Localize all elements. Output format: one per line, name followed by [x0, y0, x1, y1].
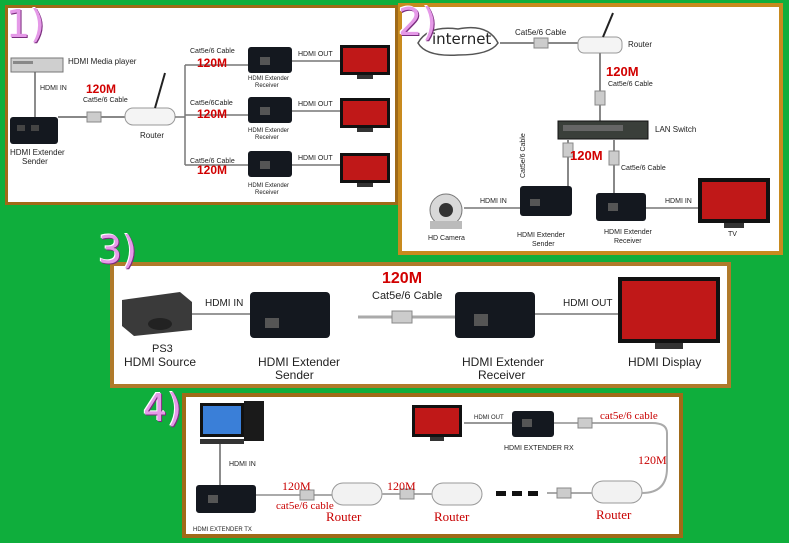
lan-switch-label: LAN Switch [655, 125, 697, 134]
panel-4-number: 4) [143, 386, 183, 430]
media-player-device [10, 57, 64, 73]
hd-camera-device [429, 193, 463, 229]
pc-computer [200, 401, 264, 444]
router-label: Router [628, 40, 653, 49]
receiver-device [596, 193, 646, 221]
speed-3-label: 120M [638, 453, 667, 467]
speed-1-label: 120M [282, 479, 311, 493]
extender-rx-device [512, 411, 554, 437]
hdmi-in-label: HDMI IN [40, 85, 67, 92]
branch-3-hdmi-out-label: HDMI OUT [298, 155, 333, 162]
hdmi-in-left-label: HDMI IN [480, 198, 507, 205]
branch-2-receiver-line2: Receiver [255, 135, 279, 141]
router-2-label: Router [434, 509, 470, 524]
source-label-line1: PS3 [152, 343, 173, 355]
receiver-label-line2: Receiver [614, 238, 642, 245]
tv-2 [340, 98, 390, 132]
speed-label: 120M [86, 82, 117, 96]
extender-tx-device [196, 485, 256, 513]
receiver-label-line2: Receiver [478, 368, 526, 382]
branch-1-receiver-line1: HDMI Extender [248, 76, 290, 82]
hdmi-out-label: HDMI OUT [474, 415, 504, 421]
extender-rx-label: HDMI EXTENDER RX [504, 445, 574, 452]
cable-vertical-label: Cat5e/6 Cable [520, 133, 527, 178]
hdmi-display-device [618, 277, 720, 349]
tv-3 [340, 153, 390, 187]
hd-camera-label: HD Camera [428, 235, 465, 242]
panel-1-number: 1) [6, 2, 46, 46]
router-device [124, 107, 176, 126]
router-label: Router [140, 131, 165, 140]
speed-top-label: 120M [606, 64, 639, 79]
panel-4-graphics [196, 401, 668, 513]
sender-device [250, 292, 330, 338]
panel-3-graphics [122, 277, 720, 349]
sender-label-line2: Sender [275, 368, 314, 382]
tv-device [698, 178, 770, 228]
branch-2-cable-label: Cat5e/6Cable [190, 100, 233, 107]
sender-label-line1: HDMI Extender [517, 232, 565, 239]
sender-label-line2: Sender [22, 157, 48, 166]
sender-label-line1: HDMI Extender [258, 355, 341, 369]
cable-router-label: Cat5e/6 Cable [608, 81, 653, 88]
media-player-label: HDMI Media player [68, 57, 137, 66]
branch-1-cable-label: Cat5e/6 Cable [190, 48, 235, 55]
hdmi-in-right-label: HDMI IN [665, 198, 692, 205]
cable-label: Cat5e/6 Cable [83, 97, 128, 104]
router-1-label: Router [326, 509, 362, 524]
cable-bottom-label: cat5e/6 cable [276, 500, 334, 512]
speed-2-label: 120M [387, 479, 416, 493]
monitor-device [412, 405, 462, 441]
branch-2-hdmi-out-label: HDMI OUT [298, 101, 333, 108]
dashed-connection [496, 491, 538, 496]
extender-tx-label: HDMI EXTENDER TX [193, 527, 252, 533]
receiver-label-line1: HDMI Extender [604, 229, 652, 236]
router-2-device [431, 482, 483, 506]
branch-3-receiver-line2: Receiver [255, 190, 279, 196]
speed-label: 120M [382, 270, 423, 287]
panel-1-graphics [10, 45, 390, 187]
branch-1-speed-label: 120M [197, 56, 228, 70]
panel-3-number: 3) [98, 228, 138, 272]
tv-1 [340, 45, 390, 79]
hdmi-in-label: HDMI IN [205, 298, 244, 309]
display-label: HDMI Display [628, 355, 702, 369]
router-3-label: Router [596, 507, 632, 522]
branch-3-receiver-line1: HDMI Extender [248, 183, 290, 189]
branch-1-hdmi-out-label: HDMI OUT [298, 51, 333, 58]
sender-device [520, 186, 572, 216]
router-3-device [591, 480, 643, 504]
ps3-console [122, 292, 192, 336]
cable-label: Cat5e/6 Cable [372, 290, 443, 302]
receiver-device [455, 292, 535, 338]
branch-3-speed-label: 120M [197, 163, 228, 177]
source-label-line2: HDMI Source [124, 355, 197, 369]
internet-cloud [417, 26, 499, 56]
branch-3-cable-label: Cat5e/6 Cable [190, 158, 235, 165]
panel-1 [5, 5, 398, 205]
panel-2-graphics [417, 12, 770, 229]
hdmi-in-label: HDMI IN [229, 461, 256, 468]
cable-right-label: Cat5e/6 Cable [621, 165, 666, 172]
branch-2-receiver-line1: HDMI Extender [248, 128, 290, 134]
tv-label: TV [728, 231, 737, 238]
hdmi-out-label: HDMI OUT [563, 298, 613, 309]
branch-1-receiver-line2: Receiver [255, 83, 279, 89]
speed-mid-label: 120M [570, 148, 603, 163]
internet-label: internet [432, 30, 492, 48]
sender-label-line2: Sender [532, 241, 555, 248]
router-1-device [331, 482, 383, 506]
receiver-label-line1: HDMI Extender [462, 355, 545, 369]
router-device [577, 36, 623, 54]
cable-top-label: Cat5e/6 Cable [515, 28, 567, 37]
sender-label-line1: HDMI Extender [10, 148, 65, 157]
panel-2-number: 2) [398, 0, 438, 44]
branch-2-speed-label: 120M [197, 107, 228, 121]
cable-top-label: cat5e/6 cable [600, 410, 658, 422]
